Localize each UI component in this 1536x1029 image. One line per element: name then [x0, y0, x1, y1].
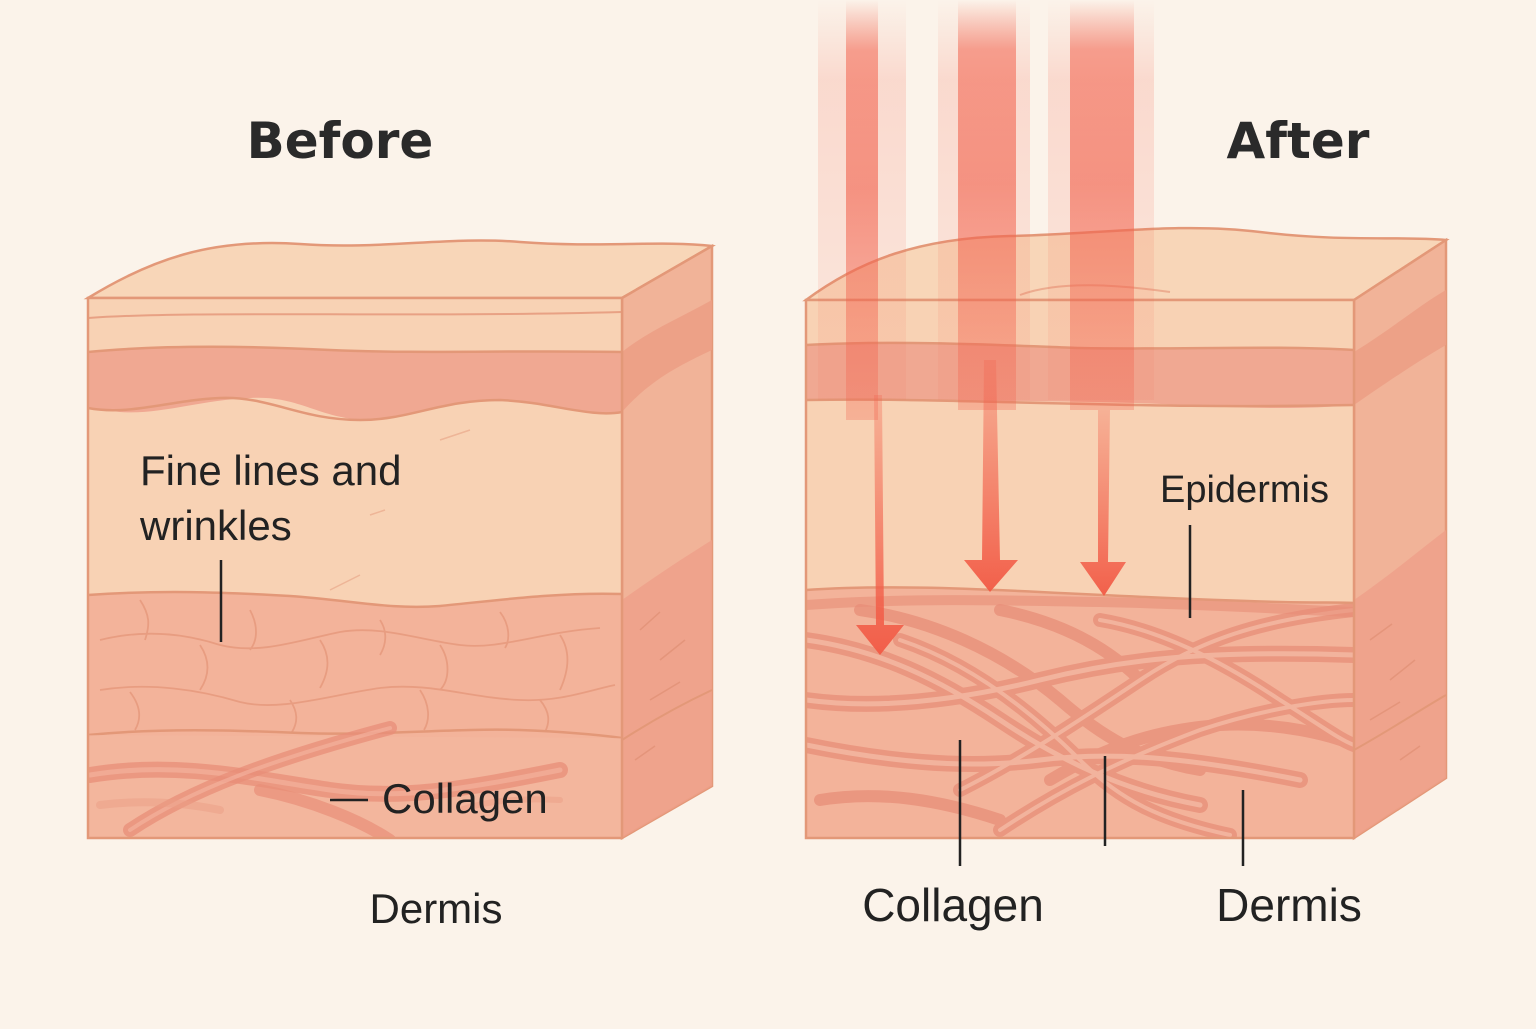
before-skin-block [83, 239, 716, 841]
laser-beam-2 [938, 0, 1030, 592]
laser-beam-3 [1048, 0, 1154, 596]
laser-arrow-2 [964, 360, 1018, 592]
after-title: After [1227, 112, 1370, 170]
laser-beams [818, 0, 1154, 655]
laser-arrow-1 [856, 395, 904, 655]
wrinkles-label-line1: Fine lines and [140, 447, 402, 494]
before-top-face [83, 239, 716, 300]
laser-arrow-3 [1080, 410, 1126, 596]
before-title: Before [247, 112, 434, 170]
epidermis-label: Epidermis [1160, 469, 1329, 511]
after-collagen-label: Collagen [862, 879, 1044, 931]
wrinkles-label-line2: wrinkles [139, 502, 292, 549]
before-dermis-label: Dermis [370, 885, 503, 932]
laser-beam-1 [818, 0, 906, 655]
after-dermis-label: Dermis [1216, 879, 1362, 931]
before-collagen-label: Collagen [382, 775, 548, 822]
before-front-face [88, 298, 622, 838]
